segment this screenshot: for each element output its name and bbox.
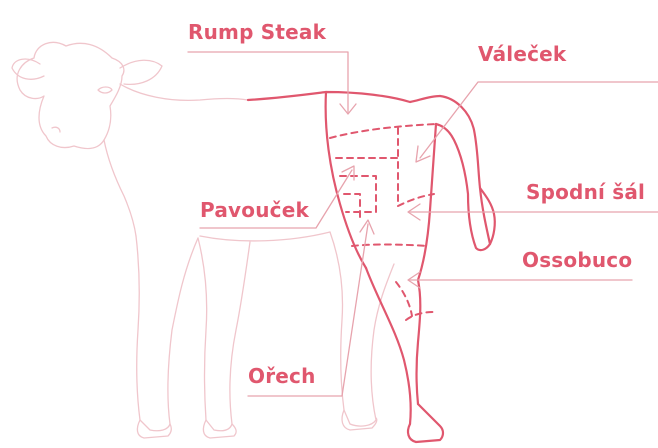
label-pavoucek: Pavouček — [200, 200, 309, 220]
label-spodni-sal: Spodní šál — [526, 182, 645, 202]
calf-rear-hoof — [342, 410, 377, 430]
calf-chest-outline — [104, 140, 136, 236]
cut-line-lower — [352, 245, 428, 247]
calf-head-outline — [17, 42, 124, 148]
hind-leg-shin-back — [417, 280, 421, 404]
label-ossobuco: Ossobuco — [522, 250, 632, 270]
rump-rear-edge — [418, 124, 436, 280]
tail-outline — [436, 96, 490, 250]
cut-line-rump — [330, 124, 436, 138]
calf-eye-outline — [98, 87, 112, 93]
calf-nostril-outline — [52, 127, 60, 132]
cut-line-spodni — [398, 194, 434, 206]
leader-pavoucek-arrowhead — [342, 166, 354, 180]
hind-hoof — [408, 404, 443, 442]
cut-line-knee — [396, 282, 412, 316]
label-rump-steak: Rump Steak — [188, 22, 326, 42]
hindquarter-back-line — [248, 92, 440, 102]
calf-front-leg-2 — [198, 238, 250, 431]
cut-line-inner-3 — [344, 194, 360, 220]
label-valecek: Váleček — [478, 44, 566, 64]
label-orech: Ořech — [248, 366, 316, 386]
calf-right-ear-outline — [120, 60, 162, 84]
calf-front-leg-1 — [136, 236, 198, 431]
calf-back-outline — [120, 84, 248, 100]
leader-valecek — [420, 82, 658, 158]
leader-rump-steak — [188, 52, 348, 112]
calf-belly-outline — [200, 232, 330, 241]
